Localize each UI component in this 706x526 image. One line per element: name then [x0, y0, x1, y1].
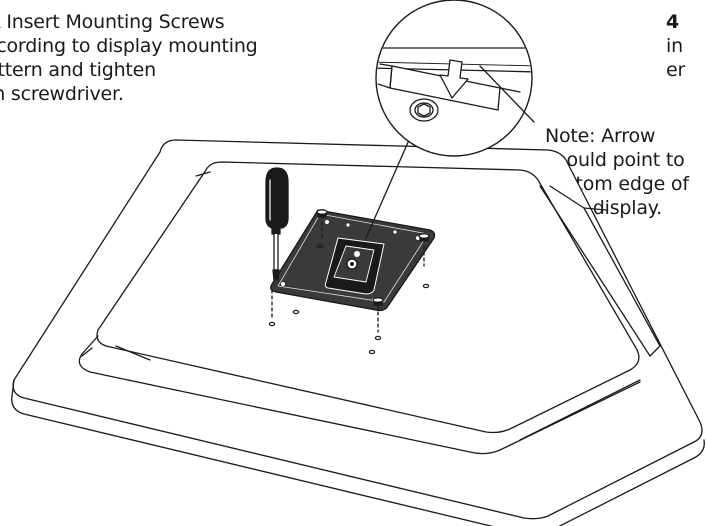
step-4-number: 4 — [666, 11, 680, 33]
note-leader-line — [479, 65, 535, 123]
step-a-letter: A — [0, 11, 1, 33]
step-a-line-2: ccording to display mounting — [0, 35, 258, 57]
note-line-1: Note: Arrow — [545, 125, 656, 147]
instruction-step-a: A Insert Mounting Screws ccording to dis… — [0, 10, 258, 106]
screwdriver-icon — [265, 167, 289, 281]
screw-bottom-right — [372, 297, 384, 306]
monitor-back — [11, 139, 705, 526]
mounting-screws — [268, 209, 430, 355]
step-a-line-1-text: Insert Mounting Screws — [0, 11, 225, 33]
vesa-bracket-plate — [270, 209, 436, 312]
arrow-down-icon — [439, 59, 469, 99]
magnified-detail-callout — [375, 0, 533, 157]
instruction-step-4: 4 in er — [666, 10, 685, 82]
screw-top-left — [316, 209, 328, 218]
screw-hex-icon — [409, 98, 439, 122]
step-a-line-4: th screwdriver. — [0, 83, 124, 105]
screw-top-right — [418, 233, 430, 242]
step-a-line-3: attern and tighten — [0, 59, 156, 81]
step-4-line-2: in — [666, 35, 683, 57]
note-line-2: should point to — [545, 149, 685, 171]
step-4-line-3: er — [666, 59, 686, 81]
step-a-line-1: A Insert Mounting Screws — [0, 10, 258, 34]
